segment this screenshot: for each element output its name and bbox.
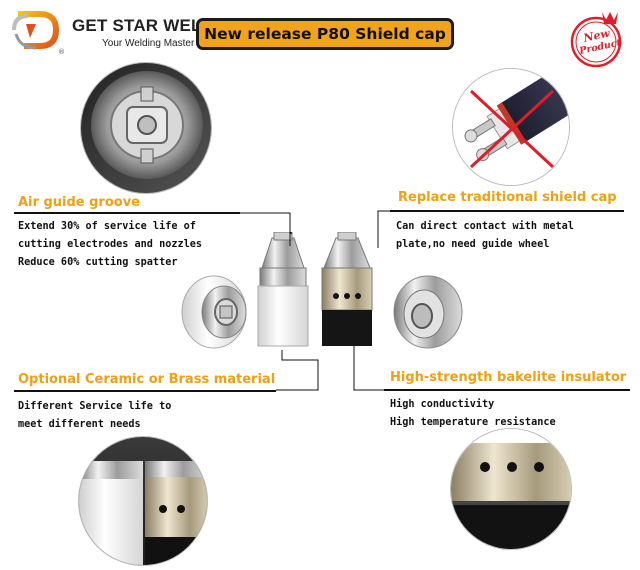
air-guide-line-1: Extend 30% of service life of bbox=[18, 221, 196, 232]
red-cross-icon bbox=[469, 89, 555, 169]
ceramic-brass-photo bbox=[78, 436, 208, 566]
page-title: New release P80 Shield cap bbox=[204, 25, 446, 43]
replace-line-2: plate,no need guide wheel bbox=[396, 239, 550, 250]
material-heading: Optional Ceramic or Brass material bbox=[18, 372, 276, 387]
registered-mark: ® bbox=[58, 48, 65, 56]
material-line-1: Different Service life to bbox=[18, 401, 172, 412]
replace-rule bbox=[390, 210, 624, 212]
brand-name: GET STAR WELD bbox=[72, 16, 215, 35]
material-rule bbox=[14, 390, 276, 392]
replace-line-1: Can direct contact with metal bbox=[396, 221, 574, 232]
replace-heading: Replace traditional shield cap bbox=[398, 190, 617, 205]
air-guide-line-2: cutting electrodes and nozzles bbox=[18, 239, 203, 250]
shield-cap-product-photo bbox=[168, 232, 468, 362]
material-line-2: meet different needs bbox=[18, 419, 141, 430]
bakelite-insulator-photo bbox=[450, 428, 572, 550]
air-guide-heading: Air guide groove bbox=[18, 195, 140, 210]
air-guide-groove-photo bbox=[80, 62, 212, 194]
air-guide-line-3: Reduce 60% cutting spatter bbox=[18, 257, 178, 268]
brand-tagline: Your Welding Master bbox=[102, 38, 195, 49]
insulator-line-1: High conductivity bbox=[390, 399, 495, 410]
insulator-heading: High-strength bakelite insulator bbox=[390, 370, 627, 385]
insulator-rule bbox=[384, 389, 630, 391]
new-product-badge: New Product bbox=[566, 8, 630, 68]
air-guide-rule bbox=[14, 212, 240, 214]
insulator-line-2: High temperature resistance bbox=[390, 417, 556, 428]
title-banner: New release P80 Shield cap bbox=[196, 18, 454, 50]
new-product-badge-icon bbox=[570, 12, 622, 68]
brand-logo-icon bbox=[10, 8, 60, 52]
